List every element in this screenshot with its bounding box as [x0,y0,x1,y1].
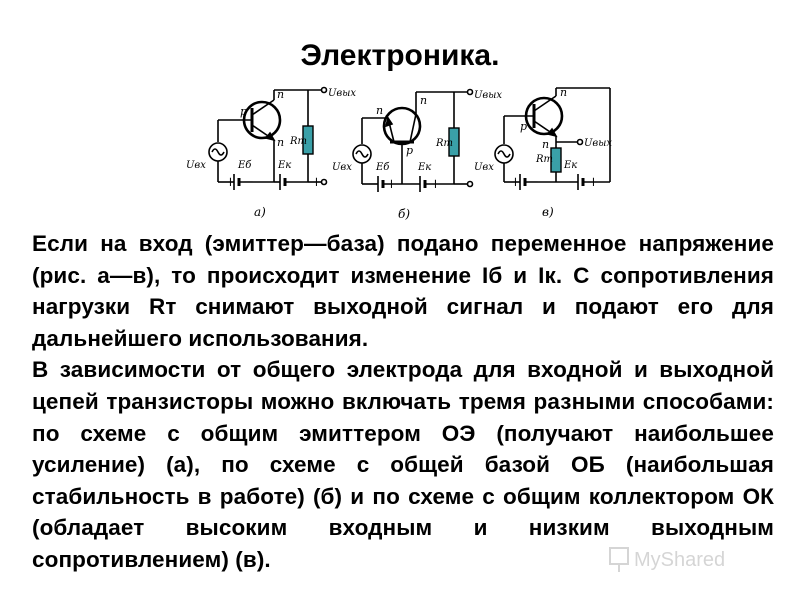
caption-b: б) [398,207,410,221]
label-b-eb: Eб [375,162,390,173]
label-a-uin: Uвх [186,160,206,171]
label-c-plus1: + [510,175,521,190]
label-b-uout: Uвых [474,90,502,101]
label-c-uin: Uвх [474,162,494,173]
slide-body: Если на вход (эмиттер—база) подано перем… [32,228,774,576]
label-b-plus1: + [386,177,397,192]
label-a-plus2: + [311,175,322,190]
transistor-circuits-figure: p n n Uвых Uвх Rт Eб Eк + − − + а) [180,82,620,232]
label-c-ek: Eк [563,160,577,171]
label-a-rt: Rт [289,136,307,147]
paragraph-2: В зависимости от общего электрода для вх… [32,357,774,572]
label-c-minus2: − [568,175,579,190]
label-a-eb: Eб [237,160,252,171]
label-b-uin: Uвх [332,162,352,173]
label-a-plus1: + [225,175,236,190]
caption-a: а) [254,205,266,219]
label-c-uout: Uвых [584,138,612,149]
watermark-text: MyShared [634,549,725,571]
watermark-logo: MyShared [608,540,768,580]
label-c-minus1: − [528,175,539,190]
circuit-a [208,86,328,190]
label-a-minus2: − [269,175,280,190]
slide-title: Электроника. [300,39,500,72]
label-b-minus2: − [409,177,420,192]
label-a-p: p [240,105,247,118]
label-c-n-bottom: n [542,138,549,151]
circuit-c [494,87,611,190]
label-b-minus1: − [368,177,379,192]
label-b-n-left: n [376,104,383,117]
label-c-rt: Rт [535,154,553,165]
label-a-minus1: − [243,175,254,190]
label-b-rt: Rт [435,138,453,149]
label-b-ek: Eк [417,162,431,173]
label-c-p: p [520,120,527,133]
label-a-ek: Eк [277,160,291,171]
paragraph-1: Если на вход (эмиттер—база) подано перем… [32,231,774,351]
label-a-n-top: n [277,88,284,101]
presentation-icon [609,547,629,565]
caption-c: в) [542,205,554,219]
label-b-p: p [406,144,413,157]
label-c-plus2: + [588,175,599,190]
circuit-b [352,88,474,192]
label-a-n-bottom: n [277,136,284,149]
circuit-diagram: p n n Uвых Uвх Rт Eб Eк + − − + а) [186,86,612,221]
label-b-plus2: + [430,177,441,192]
label-c-n-top: n [560,86,567,99]
label-a-uout: Uвых [328,88,356,99]
label-b-n-top: n [420,94,427,107]
